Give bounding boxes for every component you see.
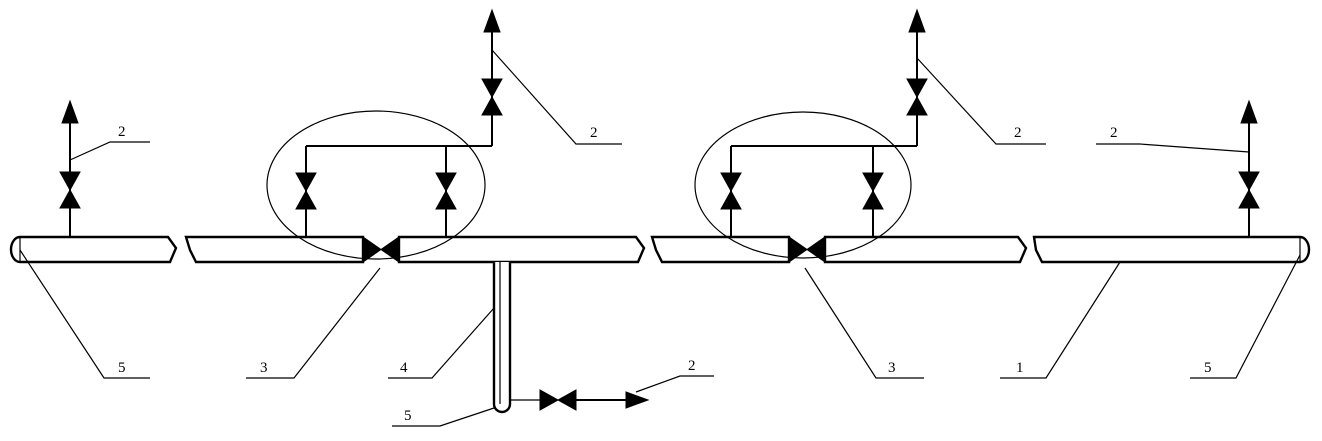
main-pipe — [9, 235, 1311, 264]
pipe-segment-2 — [184, 235, 365, 264]
label-2-right-riser: 2 — [1014, 125, 1022, 141]
main-valve-left — [362, 236, 400, 263]
bypass-circle-left — [266, 110, 486, 260]
labels: 2 2 2 2 2 5 3 4 5 3 1 5 — [118, 124, 1212, 424]
leader-1 — [1000, 261, 1121, 379]
bottom-arrow — [625, 391, 650, 409]
label-3-right: 3 — [888, 360, 896, 376]
pipe-segment-3 — [397, 235, 646, 264]
label-4: 4 — [400, 360, 408, 376]
label-5-bottom: 5 — [404, 408, 412, 424]
label-2-left-riser: 2 — [590, 125, 598, 141]
leader-lines — [19, 49, 1301, 427]
leader-4 — [388, 307, 495, 379]
bottom-valve-left-half — [539, 389, 560, 411]
main-valve-right — [788, 236, 826, 263]
leader-2a — [69, 141, 150, 161]
label-2-far-right: 2 — [1110, 125, 1118, 141]
bottom-valve-right-half — [556, 389, 577, 411]
vent-far-left — [59, 99, 81, 237]
vertical-pipe — [492, 262, 512, 414]
pipe-segment-4 — [650, 235, 791, 264]
leader-5b — [1190, 254, 1301, 379]
bypass-group-right — [694, 8, 928, 259]
leader-3a — [246, 267, 381, 379]
label-2-far-left: 2 — [118, 124, 126, 140]
leader-5c — [392, 407, 495, 427]
vertical-branch-pipe — [492, 262, 650, 414]
label-5-right: 5 — [1204, 360, 1212, 376]
leader-2d — [1096, 143, 1250, 153]
leader-5a — [19, 249, 150, 379]
leader-2c — [916, 57, 1046, 145]
leader-2e — [635, 375, 714, 393]
leader-3b — [804, 267, 924, 379]
label-1: 1 — [1016, 360, 1024, 376]
label-2-bottom: 2 — [688, 358, 696, 374]
label-3-left: 3 — [260, 360, 268, 376]
bypass-circle-right — [694, 111, 912, 259]
pipe-segment-6 — [1032, 235, 1311, 264]
pipe-segment-1 — [9, 235, 178, 264]
bypass-group-left — [266, 8, 503, 260]
vent-far-right — [1238, 99, 1260, 237]
label-5-left: 5 — [118, 360, 126, 376]
leader-2b — [491, 49, 622, 145]
